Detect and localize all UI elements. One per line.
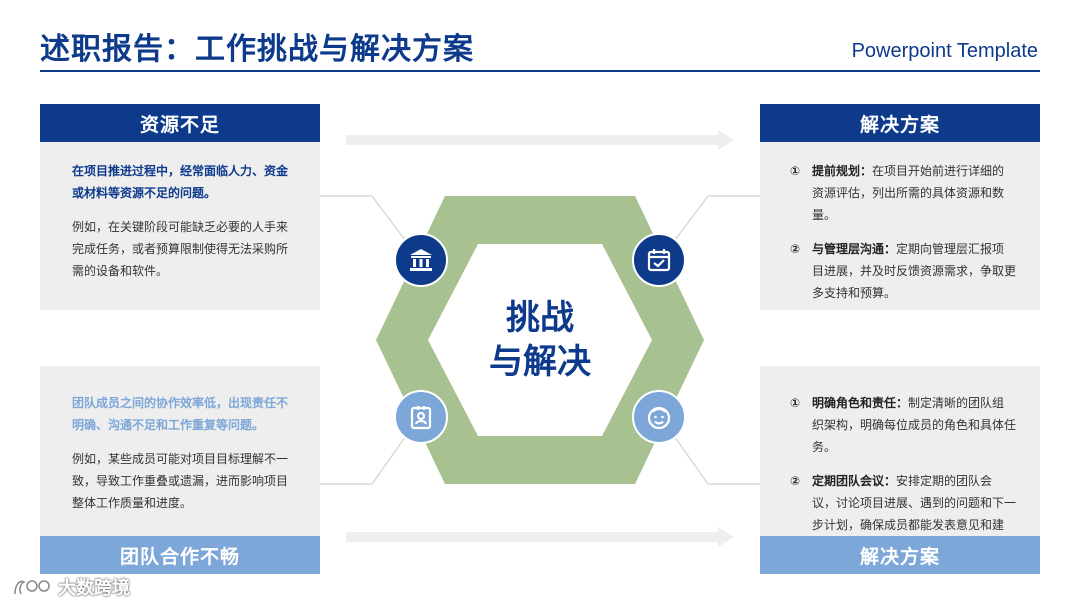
watermark-text: 大数跨境: [58, 578, 130, 599]
bank-icon: [394, 233, 448, 287]
item-label: 提前规划：: [812, 164, 873, 178]
solution-bottom-item-2: ② 定期团队会议：安排定期的团队会议，讨论项目进展、遇到的问题和下一步计划，确保…: [790, 470, 1016, 558]
item-number: ①: [790, 164, 801, 178]
heading-solution-top: 解决方案: [760, 104, 1040, 142]
solution-bottom-item-1: ① 明确角色和责任：制定清晰的团队组织架构，明确每位成员的角色和具体任务。: [790, 392, 1016, 458]
resource-shortage-lead: 在项目推进过程中，经常面临人力、资金或材料等资源不足的问题。: [72, 164, 289, 200]
center-title-line1: 挑战: [506, 298, 574, 338]
arrow-bottom: [346, 527, 734, 547]
center-title-line2: 与解决: [489, 342, 591, 382]
heading-team-collaboration: 团队合作不畅: [40, 536, 320, 574]
watermark-logo-icon: [14, 580, 50, 595]
item-number: ①: [790, 396, 801, 410]
page-title: 述职报告：工作挑战与解决方案: [40, 32, 474, 67]
heading-solution-bottom: 解决方案: [760, 536, 1040, 574]
calendar-check-icon: [632, 233, 686, 287]
team-collaboration-body: 例如，某些成员可能对项目目标理解不一致，导致工作重叠或遗漏，进而影响项目整体工作…: [72, 452, 289, 510]
hexagon-ring: [376, 196, 704, 484]
heading-resource-shortage: 资源不足: [40, 104, 320, 142]
item-text: 制定清晰的团队组织架构，明确每位成员的角色和具体任务。: [812, 396, 1017, 454]
page-subtitle: Powerpoint Template: [851, 40, 1038, 62]
item-label: 定期团队会议：: [812, 474, 897, 488]
item-number: ②: [790, 242, 801, 256]
team-collaboration-lead: 团队成员之间的协作效率低，出现责任不明确、沟通不足和工作重复等问题。: [72, 396, 289, 432]
connector-bottom-right: [659, 415, 760, 485]
solution-top-item-1: ① 提前规划：在项目开始前进行详细的资源评估，列出所需的具体资源和数量。: [790, 160, 1016, 226]
resource-shortage-body: 例如，在关键阶段可能缺乏必要的人手来完成任务，或者预算限制使得无法采购所需的设备…: [72, 220, 289, 278]
contact-card-icon: [394, 390, 448, 444]
item-label: 与管理层沟通：: [812, 242, 897, 256]
item-text: 定期向管理层汇报项目进展，并及时反馈资源需求，争取更多支持和预算。: [812, 242, 1017, 300]
watermark: 大数跨境: [12, 574, 130, 600]
arrow-top: [346, 130, 734, 150]
center-title: 挑战 与解决: [440, 296, 640, 384]
item-label: 明确角色和责任：: [812, 396, 909, 410]
item-number: ②: [790, 474, 801, 488]
title-divider: [40, 70, 1040, 72]
solution-top-item-2: ② 与管理层沟通：定期向管理层汇报项目进展，并及时反馈资源需求，争取更多支持和预…: [790, 238, 1016, 304]
smiley-face-icon: [632, 390, 686, 444]
item-text: 在项目开始前进行详细的资源评估，列出所需的具体资源和数量。: [812, 164, 1005, 222]
